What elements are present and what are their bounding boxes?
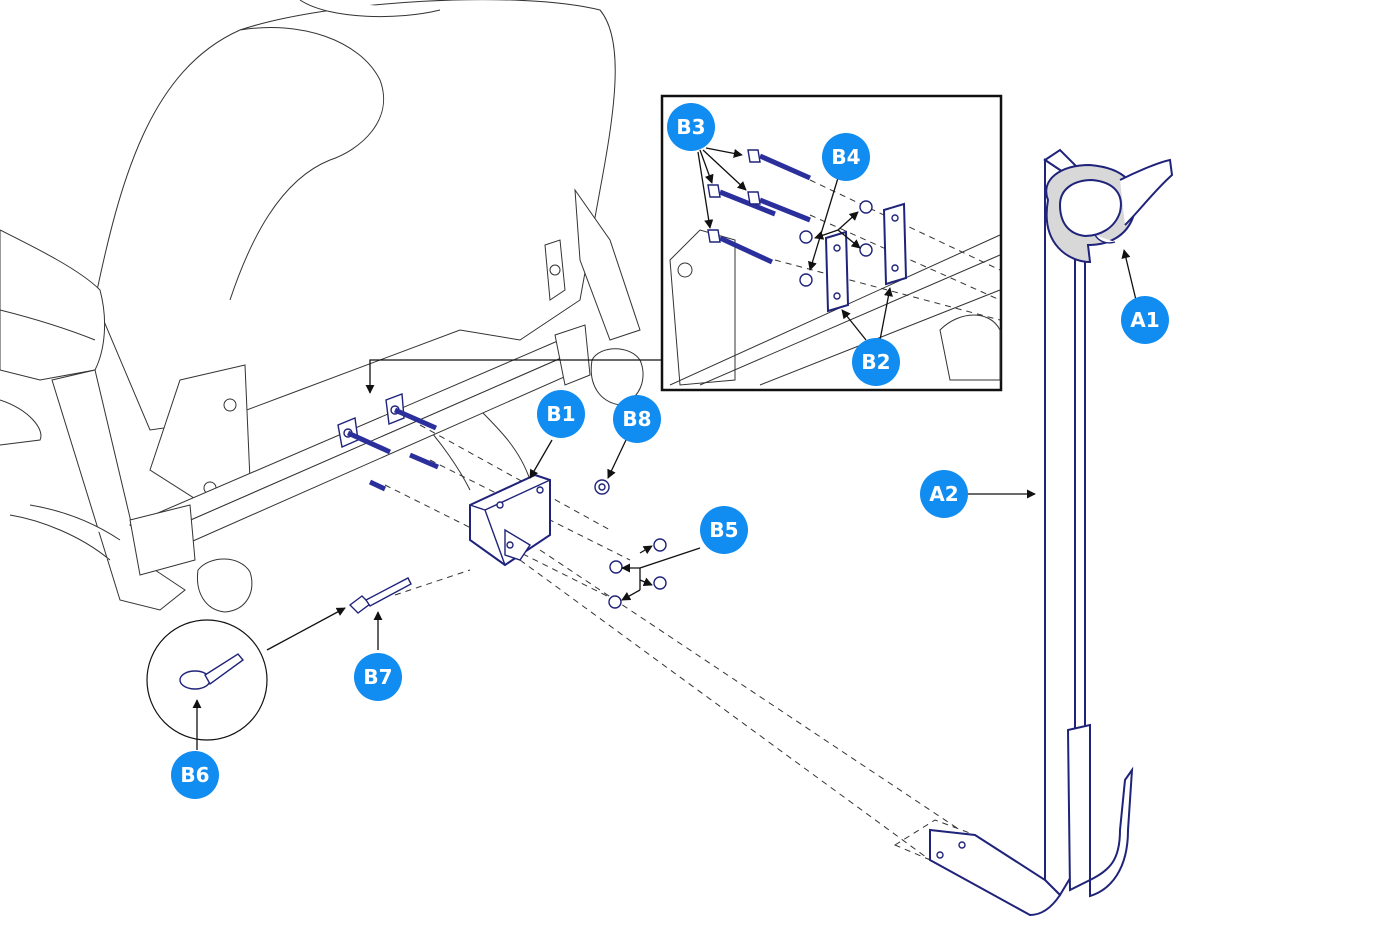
- callout-b7-label: B7: [363, 665, 392, 689]
- bracket-plates-assembled: [337, 393, 439, 492]
- callout-b5: B5: [700, 506, 748, 554]
- callout-b4-label: B4: [831, 145, 860, 169]
- a1-clip: [1045, 158, 1174, 264]
- seat-illustration: [0, 0, 644, 613]
- assembly-guide-lines: [384, 424, 977, 863]
- callout-b2-label: B2: [861, 350, 890, 374]
- callout-b3-label: B3: [676, 115, 705, 139]
- callout-a2: A2: [920, 470, 968, 518]
- b5-nuts: [608, 538, 667, 609]
- callout-b2: B2: [852, 338, 900, 386]
- callout-b5-label: B5: [709, 518, 738, 542]
- b7-bolt: [348, 577, 412, 614]
- callout-a1: A1: [1121, 296, 1169, 344]
- callout-a1-label: A1: [1130, 308, 1159, 332]
- b1-mount-bracket: [469, 473, 551, 567]
- a2-holder-rod: [929, 148, 1134, 917]
- callout-b4: B4: [822, 133, 870, 181]
- leader-arrows: [192, 147, 1137, 750]
- b2-plates: [824, 202, 908, 313]
- inset-connector-arrow: [365, 359, 662, 394]
- b3-bolts: [707, 149, 812, 265]
- callout-b6-label: B6: [180, 763, 209, 787]
- callout-b7: B7: [354, 653, 402, 701]
- callout-b6: B6: [171, 751, 219, 799]
- callout-b8: B8: [613, 395, 661, 443]
- b8-nut: [594, 479, 610, 495]
- callout-a2-label: A2: [929, 482, 958, 506]
- b6-pin-detail: [146, 619, 268, 741]
- callout-b8-label: B8: [622, 407, 651, 431]
- callout-b3: B3: [667, 103, 715, 151]
- callout-b1-label: B1: [546, 402, 575, 426]
- callout-b1: B1: [537, 390, 585, 438]
- b4-washers: [799, 200, 873, 287]
